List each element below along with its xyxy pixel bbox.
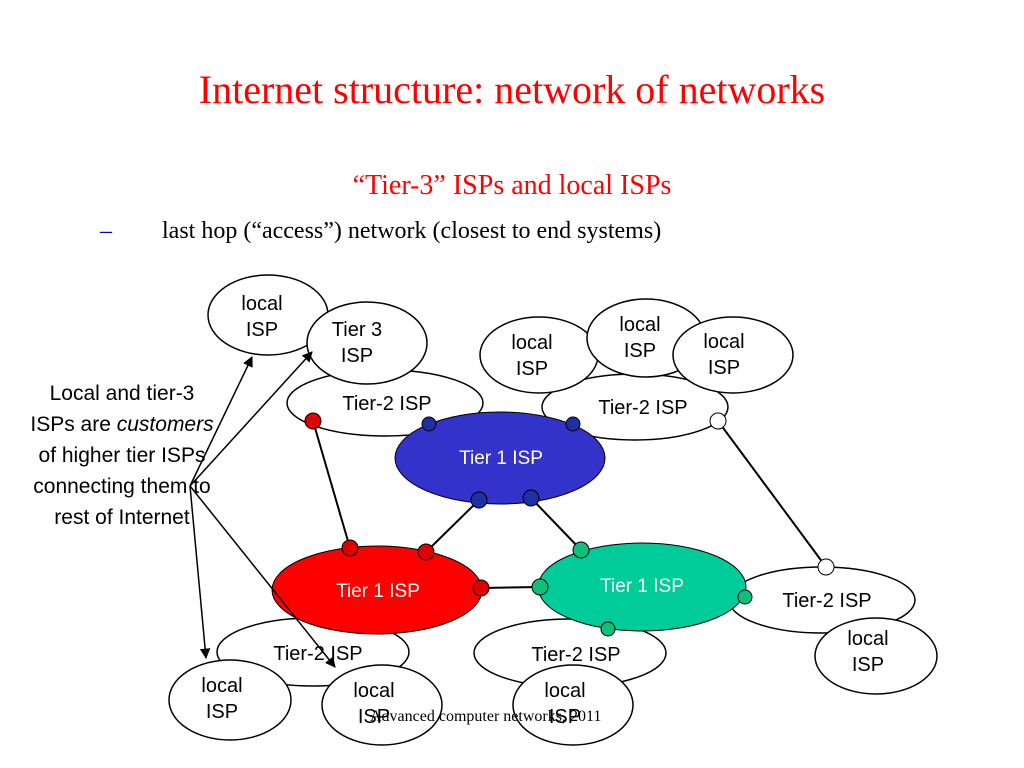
slide-footer: Advanced computer networks, 2011 xyxy=(370,708,602,725)
isp-word: ISP xyxy=(549,706,581,728)
local-isp-bottom-center-oval xyxy=(321,664,443,746)
isp-word: ISP xyxy=(516,358,548,380)
local-word: local xyxy=(619,314,660,336)
local-word: local xyxy=(201,675,242,697)
link-red-tier2-topleft xyxy=(312,420,351,549)
router-red xyxy=(472,579,490,597)
dash-bullet-icon: – xyxy=(100,218,112,244)
router-green xyxy=(531,578,549,596)
isp-word: ISP xyxy=(358,706,390,728)
tier2-bottom-left-label: Tier-2 ISP xyxy=(273,643,362,665)
arrow-to-local-bottom-left xyxy=(189,485,211,660)
router-green xyxy=(600,621,616,637)
arrow-to-tier3 xyxy=(189,351,313,487)
customers-note: Local and tier-3 ISPs are customers of h… xyxy=(28,378,216,533)
tier3-isp-label: Tier 3 ISP xyxy=(332,319,382,367)
local-isp-mid-right-oval xyxy=(672,316,794,394)
note-text-start: Local and tier-3 ISPs are xyxy=(30,382,195,436)
router-blue xyxy=(470,491,488,509)
link-red-green xyxy=(480,586,541,589)
router-white xyxy=(709,412,727,430)
isp-word: ISP xyxy=(341,345,373,367)
isp-word: ISP xyxy=(206,701,238,723)
link-blue-red xyxy=(425,499,480,553)
note-text-end: of higher tier ISPs connecting them to r… xyxy=(33,444,211,529)
router-white xyxy=(817,558,835,576)
router-green xyxy=(572,541,590,559)
router-green xyxy=(737,589,753,605)
router-red xyxy=(341,539,359,557)
router-blue xyxy=(522,489,540,507)
isp-word: ISP xyxy=(246,319,278,341)
arrow-to-local-bottom-center xyxy=(189,485,336,668)
isp-word: ISP xyxy=(624,340,656,362)
tier2-top-left-label: Tier-2 ISP xyxy=(342,393,431,415)
note-emphasis: customers xyxy=(116,413,214,436)
isp-word: ISP xyxy=(708,357,740,379)
tier2-top-right-label: Tier-2 ISP xyxy=(598,397,687,419)
tier2-bottom-mid-label: Tier-2 ISP xyxy=(531,644,620,666)
arrow-to-local-top xyxy=(189,356,253,487)
local-word: local xyxy=(544,680,585,702)
router-blue xyxy=(421,416,437,432)
tier1-top-oval xyxy=(394,411,606,505)
slide-subtitle: “Tier-3” ISPs and local ISPs xyxy=(352,170,672,201)
tier2-right-label: Tier-2 ISP xyxy=(782,590,871,612)
tier3-word: Tier 3 xyxy=(332,319,382,341)
router-red xyxy=(304,412,322,430)
local-isp-bottom-mid-oval xyxy=(512,664,634,746)
tier1-right-label: Tier 1 ISP xyxy=(600,576,684,597)
slide-title: Internet structure: network of networks xyxy=(198,67,826,112)
local-isp-mid-left-oval xyxy=(479,316,599,394)
local-word: local xyxy=(511,332,552,354)
local-word: local xyxy=(241,293,282,315)
local-word: local xyxy=(353,680,394,702)
bullet-text: last hop (“access”) network (closest to … xyxy=(162,218,662,244)
bullet-item: – last hop (“access”) network (closest to… xyxy=(100,218,661,245)
local-isp-bottom-left-oval xyxy=(168,659,292,741)
local-isp-bottom-right-oval xyxy=(814,617,938,695)
tier3-isp-oval xyxy=(306,301,428,385)
router-red xyxy=(417,543,435,561)
router-blue xyxy=(565,416,581,432)
tier1-top-label: Tier 1 ISP xyxy=(459,448,543,469)
link-blue-green xyxy=(530,497,582,551)
local-word: local xyxy=(703,331,744,353)
link-tier2-right xyxy=(717,420,827,568)
tier1-left-label: Tier 1 ISP xyxy=(336,581,420,602)
isp-word: ISP xyxy=(852,654,884,676)
local-word: local xyxy=(847,628,888,650)
